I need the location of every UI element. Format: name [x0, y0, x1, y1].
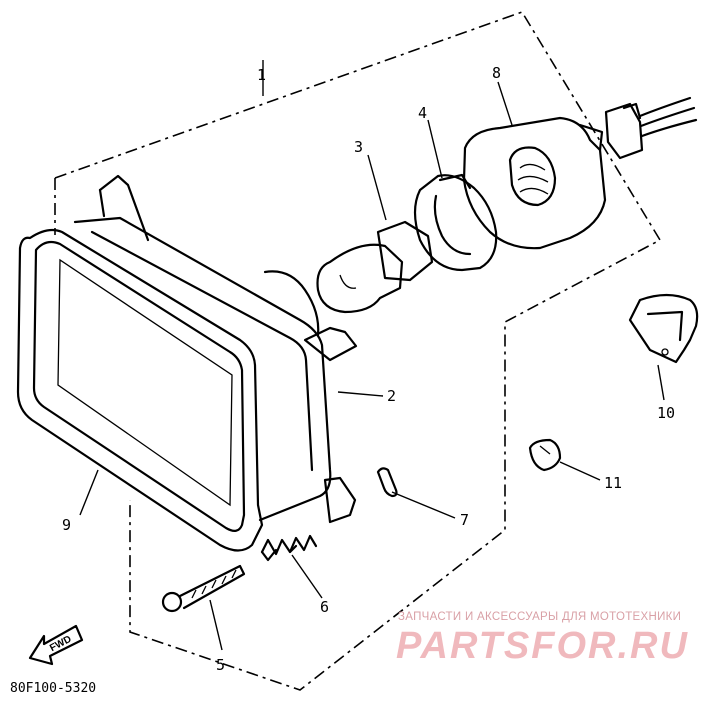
assembly-boundary	[54, 11, 662, 691]
diagram-reference-code: 80F100-5320	[10, 681, 96, 696]
callout-6-label: 6	[320, 598, 329, 616]
headlight-rim-part-9	[16, 228, 264, 552]
spring-part-6: 6	[260, 534, 329, 616]
pin-part-7: 7	[376, 467, 469, 529]
callout-1-label: 1	[257, 66, 266, 84]
watermark-brand-logo: PARTSFOR.RU	[396, 625, 689, 667]
wire-connector	[604, 96, 698, 160]
callout-7-label: 7	[460, 511, 469, 529]
site-watermark: ЗАПЧАСТИ И АКСЕССУАРЫ ДЛЯ МОТОТЕХНИКИ PA…	[396, 611, 689, 667]
callout-5-label: 5	[216, 656, 225, 674]
bracket-part-10: 10	[628, 293, 699, 422]
callout-2-label: 2	[387, 387, 396, 405]
rubber-cover-part-8: 8	[462, 64, 607, 250]
forward-direction-arrow: FWD	[28, 624, 84, 666]
callout-8-label: 8	[492, 64, 501, 82]
headlight-unit-part-2: 2	[73, 174, 396, 524]
callout-9: 9	[62, 469, 99, 534]
callout-1: 1	[257, 60, 266, 96]
callout-3-label: 3	[354, 138, 363, 156]
socket-ring-part-4: 4	[413, 104, 498, 272]
clip-part-11: 11	[528, 438, 622, 492]
callout-10-label: 10	[657, 404, 675, 422]
callout-4-label: 4	[418, 104, 427, 122]
watermark-tagline: ЗАПЧАСТИ И АКСЕССУАРЫ ДЛЯ МОТОТЕХНИКИ	[398, 611, 681, 623]
callout-11-label: 11	[604, 474, 622, 492]
bulb-part-3: 3	[316, 138, 434, 314]
callout-9-label: 9	[62, 516, 71, 534]
screw-part-5: 5	[161, 564, 246, 674]
